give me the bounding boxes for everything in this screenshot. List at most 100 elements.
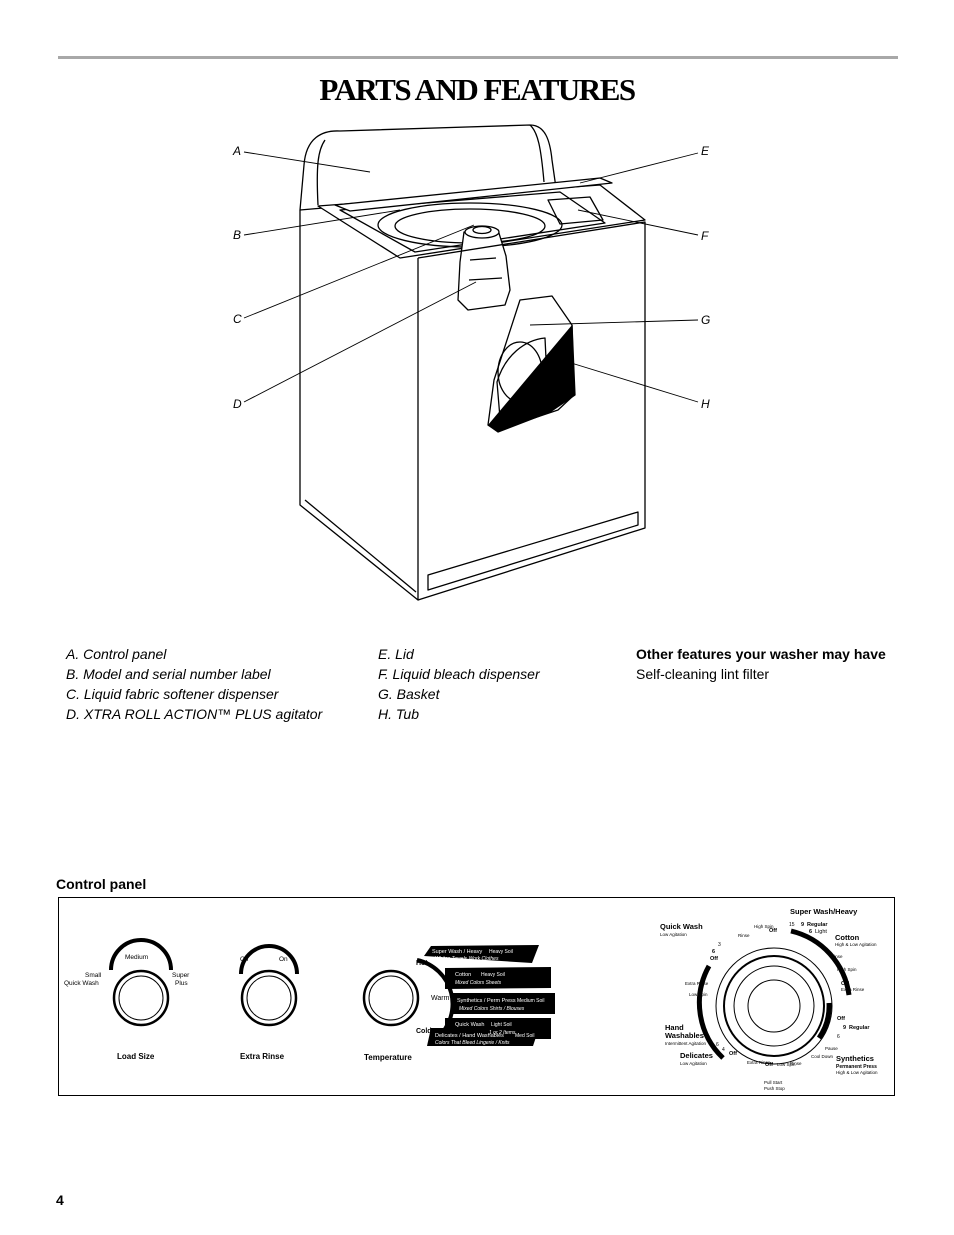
dial-light: Light [815, 929, 827, 935]
load-size-medium: Medium [125, 954, 148, 961]
chart-row-2-note: Heavy Soil [481, 972, 505, 978]
chart-row-4-title: Quick Wash [455, 1022, 484, 1028]
dial-rinse-right: Rinse [831, 954, 843, 959]
dial-delicates: Delicates [680, 1051, 713, 1060]
chart-row-3-detail: Mixed Colors Shirts / Blouses [459, 1006, 525, 1012]
dial-num-6-lower: 6 [716, 1042, 719, 1048]
control-panel-diagram: Small Quick Wash Medium Super Plus Load … [58, 897, 895, 1096]
control-panel-illustration: Small Quick Wash Medium Super Plus Load … [64, 907, 878, 1091]
temperature-warm: Warm [431, 995, 450, 1002]
extra-rinse-on: On [279, 956, 288, 963]
parts-list-left: A. Control panel B. Model and serial num… [66, 644, 322, 724]
dial-off-left: Off [710, 956, 718, 962]
part-c: C. Liquid fabric softener dispenser [66, 686, 279, 702]
dial-synthetics-sub2: High & Low Agitation [836, 1070, 878, 1075]
chart-row-5-detail: Colors That Bleed Lingerie / Knits [435, 1040, 510, 1046]
dial-rinse-top: Rinse [738, 933, 750, 938]
temperature-knob [362, 958, 455, 1040]
callout-h: H [701, 397, 710, 411]
part-h: H. Tub [378, 706, 419, 722]
dial-off-right2: Off [837, 1016, 845, 1022]
chart-row-1-detail: Whites Towels Work Clothes [435, 956, 499, 962]
temperature-cold: Cold [416, 1028, 432, 1035]
load-size-small: Small [85, 972, 102, 979]
other-features-heading: Other features your washer may have [636, 646, 886, 662]
part-d: D. XTRA ROLL ACTION™ PLUS agitator [66, 706, 323, 722]
part-f: F. Liquid bleach dispenser [378, 666, 540, 682]
dial-off-top: Off [769, 928, 777, 934]
dial-off-right: Off [841, 981, 849, 987]
load-size-quick-wash: Quick Wash [64, 980, 99, 987]
dial-synthetics: Synthetics [836, 1054, 874, 1063]
callout-f: F [701, 229, 709, 243]
callout-g: G [701, 313, 710, 327]
dial-push-stop: Push Stop [764, 1086, 785, 1091]
page-title: PARTS AND FEATURES [319, 72, 636, 107]
chart-row-1-title: Super Wash / Heavy [432, 949, 482, 955]
dial-extra-rinse-bottom: Extra Rinse [747, 1060, 771, 1065]
load-size-super: Super [172, 972, 190, 979]
dial-num-3: 3 [718, 942, 721, 948]
dial-low-spin-left: Low Spin [689, 992, 708, 997]
dial-cotton-sub: High & Low Agitation [835, 942, 877, 947]
extra-rinse-label: Extra Rinse [240, 1052, 285, 1061]
extra-rinse-off: Off [240, 956, 249, 963]
dial-num-9-right: 9 [843, 1025, 846, 1031]
dial-pull-start: Pull Start [764, 1080, 783, 1085]
callout-c: C [233, 312, 242, 326]
dial-synthetics-sub: Permanent Press [836, 1064, 877, 1070]
dial-low-spin-bottom: Low Spin [777, 1062, 796, 1067]
load-size-knob [109, 938, 173, 1027]
chart-row-5-note: Med Soil [515, 1033, 534, 1039]
top-rule [58, 56, 898, 59]
chart-row-1-note: Heavy Soil [489, 949, 513, 955]
dial-delicates-sub: Low Agitation [680, 1061, 707, 1066]
extra-rinse-knob [239, 944, 299, 1027]
dial-hand-2: Washables [665, 1031, 704, 1040]
dial-cool-down: Cool Down [811, 1054, 834, 1059]
load-size-label: Load Size [117, 1052, 155, 1061]
chart-row-3-title: Synthetics / Perm Press [457, 998, 516, 1004]
part-b: B. Model and serial number label [66, 666, 271, 682]
part-a: A. Control panel [66, 646, 167, 662]
dial-num-9-top: 9 [801, 922, 804, 928]
chart-row-2-title: Cotton [455, 972, 471, 978]
dial-extra-rinse-left: Extra Rinse [685, 981, 709, 986]
dial-high-spin-top: High Spin [754, 924, 774, 929]
dial-off-lower-left: Off [729, 1051, 737, 1057]
dial-regular-top: Regular [807, 922, 828, 928]
dial-num-15: 15 [789, 922, 795, 928]
chart-row-3-note: Medium Soil [517, 998, 545, 1004]
dial-off-bottom: Off [765, 1062, 773, 1068]
temperature-hot: Hot [416, 960, 428, 967]
lid [334, 177, 613, 212]
chart-row-2-detail: Mixed Colors Sheets [455, 980, 502, 986]
chart-row-4-note: Light Soil [491, 1022, 512, 1028]
chart-row-5-title: Delicates / Hand Washables [435, 1033, 504, 1039]
dial-rinse-bottom: Rinse [790, 1061, 802, 1066]
dial-regular-right: Regular [849, 1025, 870, 1031]
temperature-chart [424, 945, 555, 1046]
parts-list-middle: E. Lid F. Liquid bleach dispenser G. Bas… [378, 644, 540, 724]
cycle-dial [696, 928, 852, 1065]
callout-a: A [232, 144, 241, 158]
callout-e: E [701, 144, 710, 158]
part-e: E. Lid [378, 646, 414, 662]
callout-d: D [233, 397, 242, 411]
bleach-dispenser [547, 196, 604, 225]
dial-num-6-left: 6 [712, 949, 715, 955]
callout-b: B [233, 228, 241, 242]
other-feature-item: Self-cleaning lint filter [636, 666, 770, 682]
dial-pause: Pause [825, 1046, 838, 1051]
dial-hand-sub: Intermittent Agitation [665, 1041, 707, 1046]
dial-num-6-top: 6 [809, 929, 812, 935]
dial-quick-wash-sub: Low Agitation [660, 932, 687, 937]
washer-illustration: A B C D E F G H [232, 124, 710, 601]
load-size-plus: Plus [175, 980, 188, 987]
page-number: 4 [56, 1192, 64, 1208]
agitator [457, 229, 511, 311]
dial-num-6-right: 6 [837, 1034, 840, 1040]
control-panel-heading: Control panel [56, 876, 147, 892]
dial-quick-wash: Quick Wash [660, 922, 703, 931]
other-features: Other features your washer may have Self… [636, 644, 886, 684]
